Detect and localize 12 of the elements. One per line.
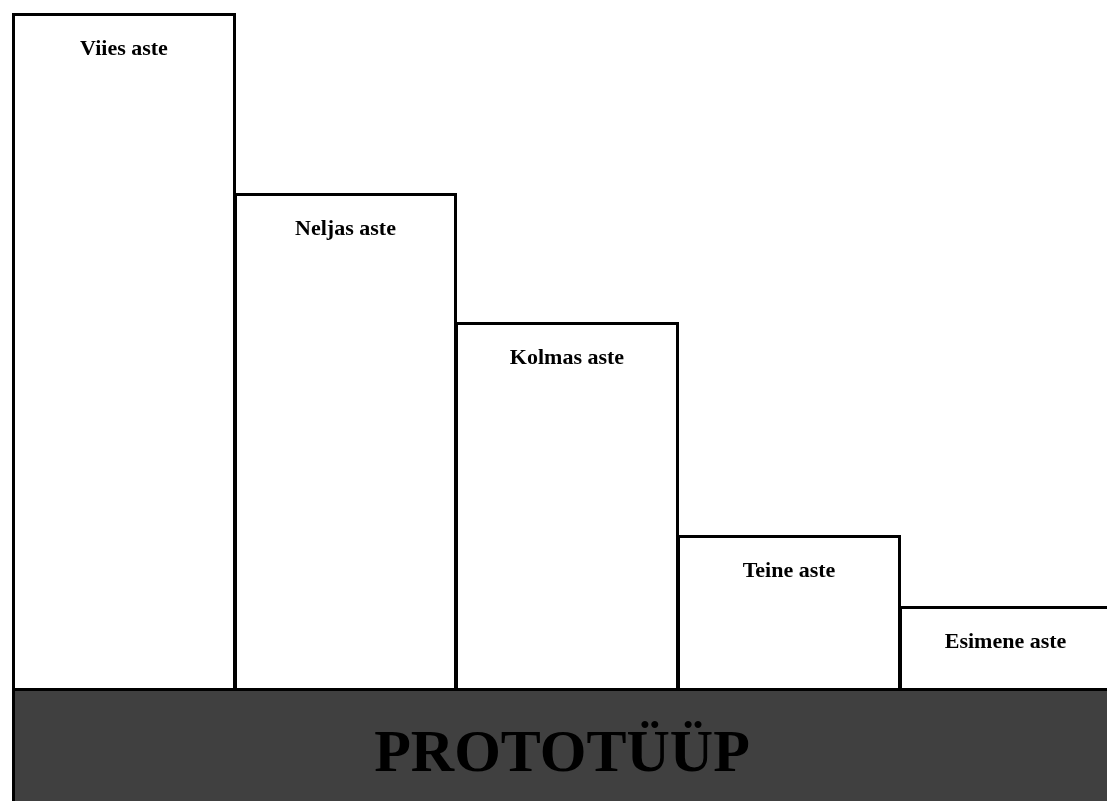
step-bar xyxy=(12,13,236,690)
step-label: Viies aste xyxy=(80,34,168,62)
step-bar xyxy=(455,322,679,690)
step-bar xyxy=(234,193,457,690)
step-bar xyxy=(899,606,1107,690)
step-label: Kolmas aste xyxy=(509,343,625,371)
base-band xyxy=(12,688,1107,801)
step-label: Neljas aste xyxy=(295,214,396,242)
step-bar xyxy=(677,535,901,690)
step-label: Esimene aste xyxy=(944,627,1067,655)
step-label: Teine aste xyxy=(742,556,836,584)
base-label: PROTOTÜÜP xyxy=(374,721,750,781)
